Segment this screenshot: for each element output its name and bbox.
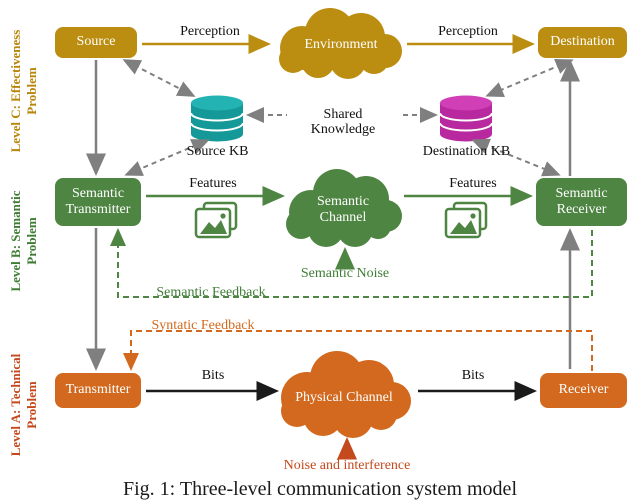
path-semantic-feedback	[110, 228, 593, 298]
semantic-transmitter-box: Semantic Transmitter	[55, 178, 141, 226]
level-c-label: Level C: Effectiveness Problem	[7, 29, 39, 153]
syntatic-feedback-label: Syntatic Feedback	[151, 318, 255, 333]
destination-box: Destination	[538, 27, 627, 58]
transmitter-box: Transmitter	[55, 373, 141, 408]
source-kb-icon	[190, 95, 244, 142]
shared-knowledge-label: Shared Knowledge	[287, 107, 399, 138]
semantic-channel-label: Semantic Channel	[316, 194, 370, 226]
environment-label: Environment	[304, 37, 378, 52]
physical-channel-label: Physical Channel	[295, 390, 393, 405]
semantic-receiver-box: Semantic Receiver	[536, 178, 627, 226]
source-box: Source	[55, 27, 137, 58]
environment-cloud	[279, 8, 402, 79]
bits-right-label: Bits	[461, 368, 485, 383]
semantic-channel-cloud	[286, 169, 402, 247]
source-kb-label: Source KB	[186, 144, 249, 159]
link-destinationkb-semantic-receiver	[471, 138, 561, 177]
receiver-label: Receiver	[558, 382, 609, 398]
image-icon-left	[194, 201, 238, 239]
figure-caption: Fig. 1: Three-level communication system…	[123, 478, 517, 500]
level-b-label: Level B: Semantic Problem	[7, 190, 39, 292]
noise-interference-label: Noise and interference	[283, 458, 411, 473]
perception-left-label: Perception	[180, 24, 240, 39]
link-source-sourcekb	[122, 59, 196, 97]
semantic-noise-label: Semantic Noise	[300, 266, 390, 281]
source-label: Source	[76, 34, 116, 50]
features-left-label: Features	[189, 176, 237, 191]
destination-kb-label: Destination KB	[422, 144, 511, 159]
image-icon-right	[444, 201, 488, 239]
bits-left-label: Bits	[201, 368, 225, 383]
features-right-label: Features	[449, 176, 497, 191]
destination-kb-icon	[439, 95, 493, 142]
semantic-receiver-label: Semantic Receiver	[555, 185, 608, 217]
receiver-box: Receiver	[540, 373, 627, 408]
transmitter-label: Transmitter	[65, 382, 131, 398]
semantic-transmitter-label: Semantic Transmitter	[65, 185, 131, 217]
semantic-feedback-label: Semantic Feedback	[156, 285, 266, 300]
destination-label: Destination	[550, 34, 615, 50]
level-a-label: Level A: Technical Problem	[7, 353, 39, 457]
physical-channel-cloud	[281, 351, 411, 438]
path-syntatic-feedback	[123, 330, 593, 371]
perception-right-label: Perception	[438, 24, 498, 39]
link-destination-destinationkb	[485, 59, 574, 97]
